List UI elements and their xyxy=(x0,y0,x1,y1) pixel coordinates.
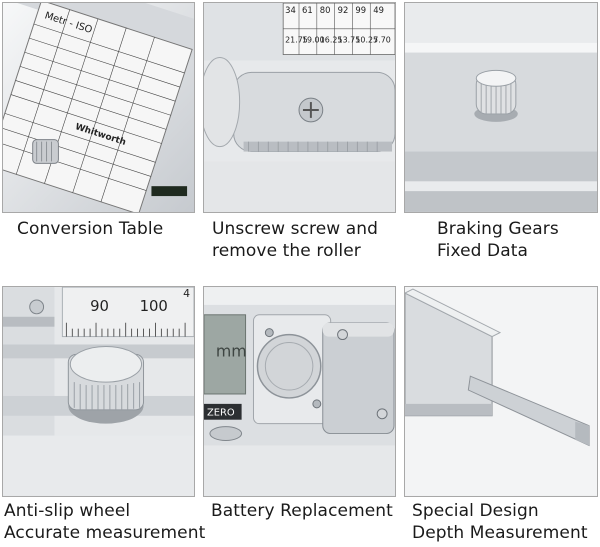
anti-slip-photo: 90 100 4 xyxy=(2,286,195,497)
scale-label-90: 90 xyxy=(90,298,109,315)
depth-photo xyxy=(404,286,598,497)
table-row-a-4: 99 xyxy=(355,5,366,15)
anti-slip-image: 90 100 4 xyxy=(3,287,194,496)
table-row-b-5: 7.70 xyxy=(373,36,391,45)
table-row-b-3: 13.75 xyxy=(338,36,361,45)
roller-caption: Unscrew screw and remove the roller xyxy=(212,218,378,262)
depth-caption: Special Design Depth Measurement xyxy=(412,500,588,544)
caption-line: Special Design xyxy=(412,501,539,521)
caption-line: Unscrew screw and xyxy=(212,219,379,239)
lcd-fragment: mm xyxy=(216,341,247,360)
battery-caption: Battery Replacement xyxy=(211,500,393,522)
caption-line: Braking Gears xyxy=(437,219,559,239)
braking-gears-image xyxy=(405,3,597,212)
table-row-a-1: 61 xyxy=(302,5,313,15)
battery-photo: mm ZERO xyxy=(203,286,396,497)
conversion-table-caption: Conversion Table xyxy=(17,218,163,240)
caption-line: Accurate measurement xyxy=(4,523,206,543)
table-row-a-0: 34 xyxy=(285,5,296,15)
table-row-b-4: 10.25 xyxy=(355,36,378,45)
table-row-b-1: 19.00 xyxy=(302,36,325,45)
braking-gears-photo xyxy=(404,2,598,213)
caption-line: Depth Measurement xyxy=(412,523,588,543)
battery-image: mm ZERO xyxy=(204,287,395,496)
caption-line: Battery Replacement xyxy=(211,501,393,521)
conversion-table-photo: Metr - ISO Whitworth xyxy=(2,2,195,213)
caption-line: Fixed Data xyxy=(437,241,529,261)
caption-line: Anti-slip wheel xyxy=(4,501,131,521)
anti-slip-caption: Anti-slip wheel Accurate measurement xyxy=(4,500,205,544)
caliper-table-image: Metr - ISO Whitworth xyxy=(3,3,194,212)
scale-label-4: 4 xyxy=(183,287,190,300)
table-row-a-3: 92 xyxy=(338,5,349,15)
scale-label-100: 100 xyxy=(140,298,168,315)
roller-image: 34 61 80 92 99 49 21.75 19.00 16.25 13.7… xyxy=(204,3,395,212)
zero-label: ZERO xyxy=(207,408,235,419)
table-row-b-0: 21.75 xyxy=(285,36,308,45)
table-row-b-2: 16.25 xyxy=(320,36,343,45)
roller-photo: 34 61 80 92 99 49 21.75 19.00 16.25 13.7… xyxy=(203,2,396,213)
depth-image xyxy=(405,287,597,496)
braking-gears-caption: Braking Gears Fixed Data xyxy=(437,218,559,262)
caption-line: Conversion Table xyxy=(17,219,164,239)
caption-line: remove the roller xyxy=(212,241,361,261)
table-row-a-2: 80 xyxy=(320,5,331,15)
table-row-a-5: 49 xyxy=(373,5,384,15)
